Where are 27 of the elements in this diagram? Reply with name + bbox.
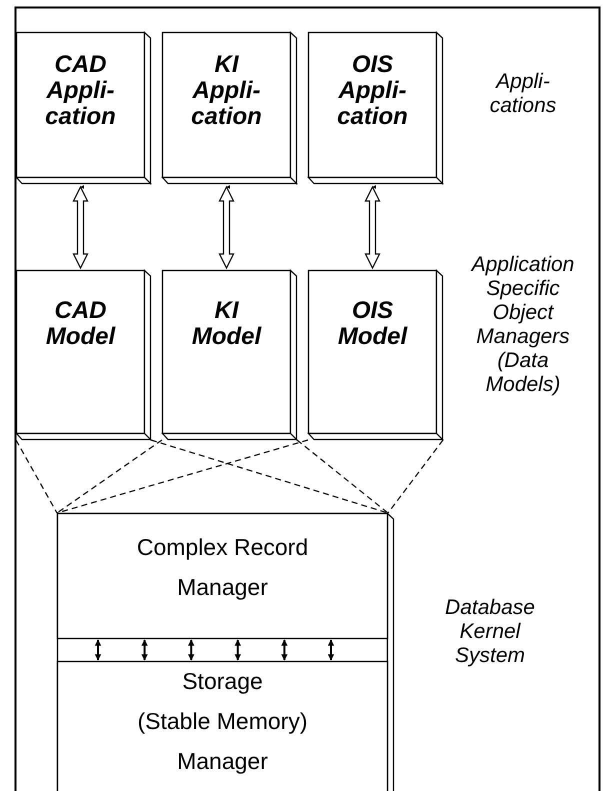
box-label: OIS Appli- cation	[337, 52, 408, 130]
side-label: Appli- cations	[490, 70, 556, 118]
projection-line	[150, 439, 388, 514]
small-double-arrow	[328, 639, 334, 661]
double-arrow	[218, 186, 234, 270]
projection-line	[388, 440, 444, 514]
side-label: Database Kernel System	[445, 596, 535, 668]
box-label: CAD Appli- cation	[45, 52, 116, 130]
projection-line	[15, 440, 58, 514]
small-double-arrow	[141, 639, 148, 661]
box-label: KI Model	[192, 298, 262, 350]
small-double-arrow	[188, 639, 194, 661]
box-label: Storage (Stable Memory) Manager	[136, 667, 308, 776]
box-label: Complex Record Manager	[136, 533, 310, 602]
double-arrow	[364, 186, 380, 270]
small-double-arrow	[94, 639, 102, 661]
kernel-block	[57, 513, 394, 791]
box-label: CAD Model	[46, 298, 116, 350]
projection-line	[56, 440, 162, 514]
small-double-arrow	[281, 639, 288, 661]
side-label: Application Specific Object Managers (Data Models)	[472, 253, 574, 397]
box-label: KI Appli- cation	[191, 52, 262, 130]
small-double-arrow	[234, 639, 241, 661]
box-label: OIS Model	[338, 298, 408, 350]
projection-line	[296, 440, 388, 514]
projection-line	[56, 439, 308, 514]
double-arrow	[72, 186, 88, 270]
